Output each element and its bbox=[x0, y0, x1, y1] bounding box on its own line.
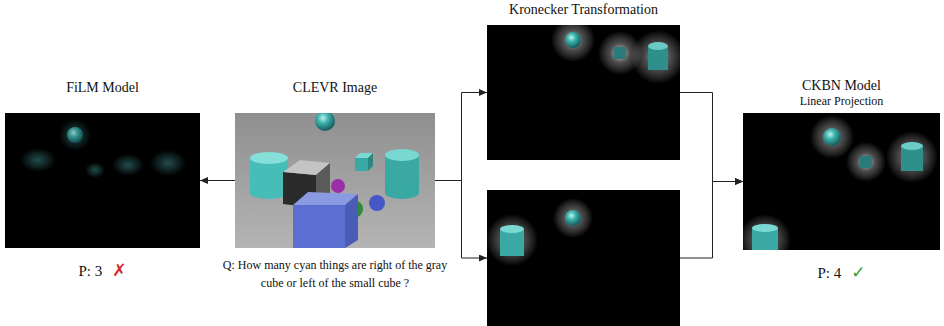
art-shape bbox=[385, 187, 419, 199]
kronecker-map-bottom bbox=[487, 190, 680, 326]
clevr-scene bbox=[235, 113, 435, 248]
flow-arrow bbox=[435, 181, 487, 259]
flow-arrow bbox=[435, 93, 487, 181]
art-shape bbox=[860, 156, 872, 168]
art-shape bbox=[648, 42, 668, 50]
prediction-label: P: 3 bbox=[78, 262, 102, 280]
art-shape bbox=[5, 113, 200, 248]
art-shape bbox=[901, 142, 923, 150]
art-shape bbox=[345, 194, 358, 248]
film-attention-map bbox=[5, 113, 200, 248]
wrong-mark: ✗ bbox=[112, 261, 126, 279]
panel-subheading: Linear Projection bbox=[800, 94, 884, 109]
art-shape bbox=[331, 179, 345, 193]
art-shape bbox=[67, 127, 83, 143]
heading-group: CLEVR Image bbox=[293, 80, 377, 96]
art-shape bbox=[368, 153, 373, 171]
ckbn-attention-map bbox=[743, 113, 940, 250]
caption-group: P: 3 ✗ bbox=[78, 261, 126, 280]
art-shape bbox=[752, 224, 778, 232]
art-shape bbox=[810, 115, 854, 159]
question-text: Q: How many cyan things are right of the… bbox=[220, 256, 450, 292]
panel-heading: CLEVR Image bbox=[293, 80, 377, 96]
kronecker-panel: Kronecker Transformation bbox=[487, 25, 680, 160]
flow-arrow bbox=[680, 93, 743, 182]
art-shape bbox=[85, 162, 105, 178]
art-shape bbox=[500, 225, 524, 233]
art-shape bbox=[551, 25, 595, 62]
kronecker-panel bbox=[487, 190, 680, 326]
art-shape bbox=[886, 131, 938, 183]
art-shape bbox=[565, 32, 581, 48]
art-shape bbox=[112, 154, 144, 176]
art-shape bbox=[369, 195, 385, 211]
input-image-panel: CLEVR ImageQ: How many cyan things are r… bbox=[235, 113, 435, 248]
art-shape bbox=[846, 142, 886, 182]
heading-group: Kronecker Transformation bbox=[509, 2, 658, 18]
art-shape bbox=[614, 47, 626, 59]
art-shape bbox=[250, 187, 288, 199]
art-shape bbox=[743, 113, 940, 250]
art-shape bbox=[500, 229, 524, 256]
art-shape bbox=[553, 198, 593, 238]
art-shape bbox=[487, 214, 538, 266]
ckbn-output-panel: CKBN ModelLinear ProjectionP: 4✓ bbox=[743, 113, 940, 250]
caption-group: P: 4 ✓ bbox=[817, 263, 865, 282]
heading-group: CKBN ModelLinear Projection bbox=[800, 78, 884, 109]
film-output-panel: FiLM ModelP: 3✗ bbox=[5, 113, 200, 248]
panel-heading: Kronecker Transformation bbox=[509, 2, 658, 18]
art-shape bbox=[250, 152, 288, 164]
art-shape bbox=[20, 148, 56, 172]
flow-arrow bbox=[680, 182, 743, 259]
art-shape bbox=[487, 190, 680, 326]
art-shape bbox=[293, 205, 345, 248]
panel-heading: FiLM Model bbox=[66, 80, 139, 96]
correct-mark: ✓ bbox=[851, 263, 865, 281]
prediction-label: P: 4 bbox=[817, 264, 841, 282]
art-shape bbox=[823, 128, 841, 146]
art-shape bbox=[150, 150, 186, 176]
art-shape bbox=[59, 119, 91, 151]
art-shape bbox=[315, 113, 335, 131]
caption-group: Q: How many cyan things are right of the… bbox=[220, 256, 450, 292]
art-shape bbox=[631, 30, 680, 84]
art-shape bbox=[385, 149, 419, 161]
panel-heading: CKBN Model bbox=[800, 78, 884, 94]
art-shape bbox=[235, 113, 435, 248]
art-shape bbox=[355, 158, 368, 171]
art-shape bbox=[743, 214, 791, 250]
heading-group: FiLM Model bbox=[66, 80, 139, 96]
kronecker-map-top bbox=[487, 25, 680, 160]
flow-arrow bbox=[200, 180, 235, 181]
art-shape bbox=[565, 210, 581, 226]
